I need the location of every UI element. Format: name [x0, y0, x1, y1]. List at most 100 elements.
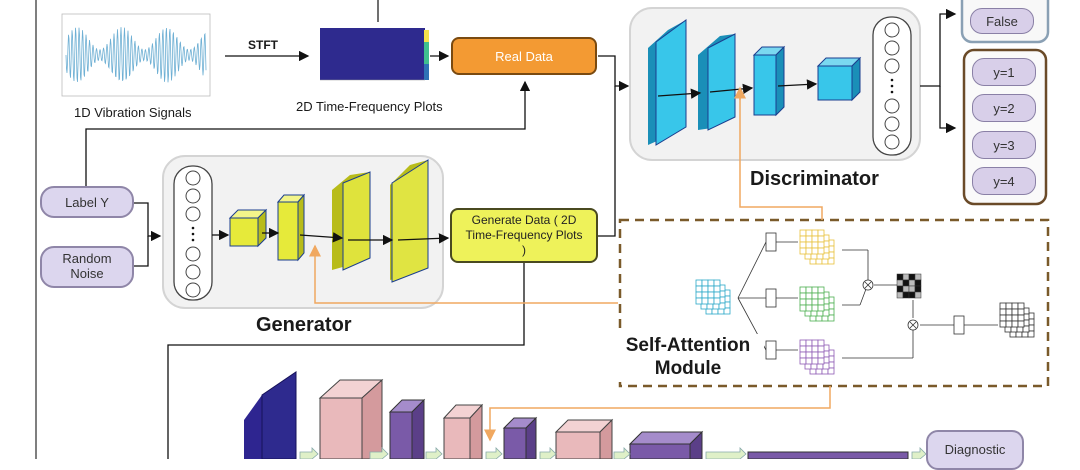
vibration-signals-label: 1D Vibration Signals [74, 105, 192, 120]
real-to-disc-arrow [598, 55, 630, 92]
input-feature-grid [713, 285, 721, 293]
discriminator-title: Discriminator [750, 168, 879, 190]
input-feature-grid [701, 297, 709, 305]
output-feature-grid [999, 302, 1007, 310]
disc-to-class-arrow [939, 86, 957, 134]
attention-map-cell [908, 273, 916, 281]
disc-to-false-arrow [920, 8, 957, 87]
key-feature-grid [817, 298, 825, 306]
output-feature-grid [1011, 308, 1019, 316]
attention-feature-grids [695, 229, 1035, 375]
input-feature-grid [723, 307, 731, 315]
query-feature-grid [799, 235, 807, 243]
input-feature-grid [695, 291, 703, 299]
key-feature-grid [805, 292, 813, 300]
query-feature-grid [817, 235, 825, 243]
attention-map-cell [914, 291, 922, 299]
attention-map-cell [914, 273, 922, 281]
value-feature-grid [811, 339, 819, 347]
key-feature-grid [811, 292, 819, 300]
key-feature-grid [817, 304, 825, 312]
generate-data-box: Generate Data ( 2D Time-Frequency Plots … [450, 208, 598, 263]
vibration-signal-plot [61, 13, 211, 97]
attention-map-cell [896, 273, 904, 281]
input-feature-grid [701, 285, 709, 293]
key-feature-grid [817, 286, 825, 294]
query-feature-grid [799, 247, 807, 255]
value-feature-grid [817, 351, 825, 359]
attention-map-cell [902, 291, 910, 299]
attention-to-disc-link [739, 88, 823, 220]
output-feature-grid [1005, 302, 1013, 310]
attention-map-cell [914, 279, 922, 287]
query-feature-grid [811, 247, 819, 255]
attention-map-cell [908, 279, 916, 287]
label-to-gen-arrow [134, 202, 162, 242]
discriminator-blocks [648, 16, 912, 156]
key-feature-grid [811, 304, 819, 312]
gen-to-disc-line [598, 86, 616, 237]
key-feature-grid [811, 298, 819, 306]
key-feature-grid [811, 286, 819, 294]
attention-map-cell [908, 285, 916, 293]
input-feature-grid [713, 279, 721, 287]
output-feature-grid [1011, 314, 1019, 322]
stft-label: STFT [248, 38, 278, 52]
input-feature-grid [707, 279, 715, 287]
generator-blocks [173, 159, 450, 301]
key-feature-grid [822, 309, 830, 317]
class-y1: y=1 [972, 58, 1036, 86]
value-feature-grid [817, 339, 825, 347]
attention-map-cell [902, 285, 910, 293]
value-feature-grid [827, 367, 835, 375]
query-feature-grid [817, 247, 825, 255]
output-feature-grid [1011, 302, 1019, 310]
attention-internals [737, 232, 998, 360]
false-output: False [970, 8, 1034, 34]
attention-to-gen-link [309, 244, 618, 304]
input-feature-grid [695, 297, 703, 305]
key-feature-grid [805, 304, 813, 312]
key-feature-grid [827, 314, 835, 322]
diagnostic-box: Diagnostic [926, 430, 1024, 470]
value-feature-grid [799, 345, 807, 353]
value-feature-grid [799, 357, 807, 365]
self-attention-label: Self-Attention Module [612, 334, 764, 382]
value-feature-grid [811, 345, 819, 353]
tf-plots-label: 2D Time-Frequency Plots [296, 99, 443, 114]
input-feature-grid [695, 279, 703, 287]
value-feature-grid [799, 339, 807, 347]
key-feature-grid [799, 298, 807, 306]
self-attention-box [618, 218, 1050, 388]
output-feature-grid [1022, 325, 1030, 333]
value-feature-grid [799, 351, 807, 359]
output-feature-grid [999, 320, 1007, 328]
query-feature-grid [811, 235, 819, 243]
generator-title: Generator [256, 314, 352, 336]
query-feature-grid [827, 257, 835, 265]
input-feature-grid [713, 297, 721, 305]
value-feature-grid [811, 351, 819, 359]
value-feature-grid [805, 345, 813, 353]
output-feature-grid [1005, 308, 1013, 316]
query-feature-grid [805, 241, 813, 249]
query-feature-grid [805, 229, 813, 237]
class-y3: y=3 [972, 131, 1036, 159]
diagram-canvas [35, 0, 1050, 459]
input-feature-grid [707, 291, 715, 299]
query-feature-grid [805, 247, 813, 255]
class-y4: y=4 [972, 167, 1036, 195]
key-feature-grid [799, 292, 807, 300]
value-feature-grid [822, 362, 830, 370]
class-y2: y=2 [972, 94, 1036, 122]
value-feature-grid [805, 339, 813, 347]
output-feature-grid [999, 314, 1007, 322]
input-feature-grid [701, 291, 709, 299]
value-feature-grid [811, 357, 819, 365]
class-output-box [962, 48, 1048, 206]
output-feature-grid [1011, 320, 1019, 328]
attention-map-cell [914, 285, 922, 293]
input-feature-grid [695, 285, 703, 293]
attention-map-cell [902, 273, 910, 281]
query-feature-grid [799, 229, 807, 237]
